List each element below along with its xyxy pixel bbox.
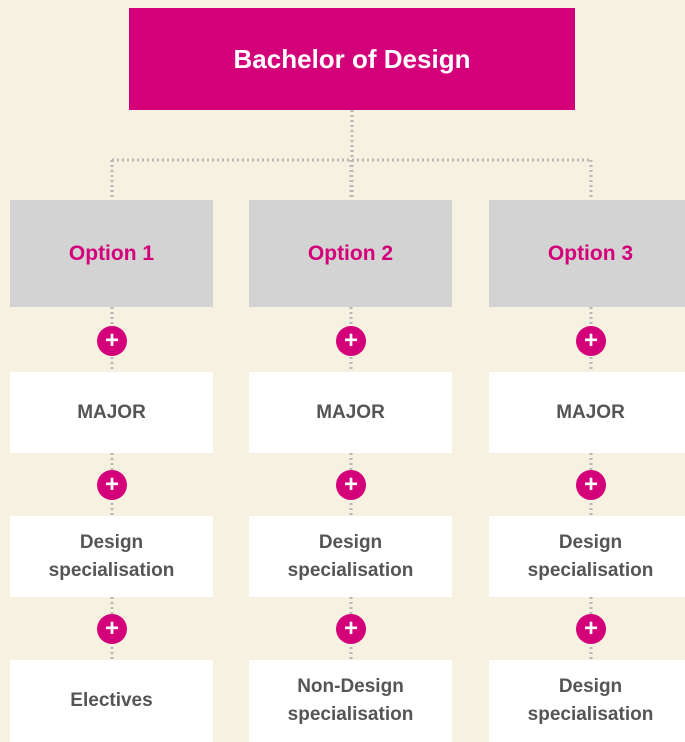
third-component-box-1: Electives (10, 660, 213, 742)
plus-circle-icon: + (97, 614, 127, 644)
degree-title: Bachelor of Design (129, 8, 575, 110)
plus-circle-icon: + (576, 470, 606, 500)
plus-circle-icon: + (336, 326, 366, 356)
box-text-line: Design (558, 531, 623, 553)
plus-circle-icon: + (97, 326, 127, 356)
box-text-line: specialisation (287, 559, 414, 581)
box-text-line: specialisation (527, 704, 654, 725)
box-text-line: Non-Design (297, 676, 404, 697)
major-box-2: MAJOR (249, 372, 452, 453)
box-text-line: specialisation (287, 704, 414, 725)
specialisation-box-2: Design specialisation (249, 516, 452, 597)
plus-circle-icon: + (576, 614, 606, 644)
box-text-line: Design (558, 676, 623, 697)
box-text-line: specialisation (48, 559, 175, 581)
box-text-line: specialisation (527, 559, 654, 581)
option-header-3: Option 3 (489, 200, 685, 307)
box-text-line: Design (318, 531, 383, 553)
plus-circle-icon: + (97, 470, 127, 500)
plus-circle-icon: + (336, 470, 366, 500)
specialisation-box-3: Design specialisation (489, 516, 685, 597)
third-component-box-2: Non-Design specialisation (249, 660, 452, 742)
box-text-line: Design (79, 531, 144, 553)
box-text-line: Electives (70, 690, 153, 711)
major-box-3: MAJOR (489, 372, 685, 453)
major-box-1: MAJOR (10, 372, 213, 453)
plus-circle-icon: + (576, 326, 606, 356)
option-header-2: Option 2 (249, 200, 452, 307)
option-header-1: Option 1 (10, 200, 213, 307)
third-component-box-3: Design specialisation (489, 660, 685, 742)
specialisation-box-1: Design specialisation (10, 516, 213, 597)
plus-circle-icon: + (336, 614, 366, 644)
